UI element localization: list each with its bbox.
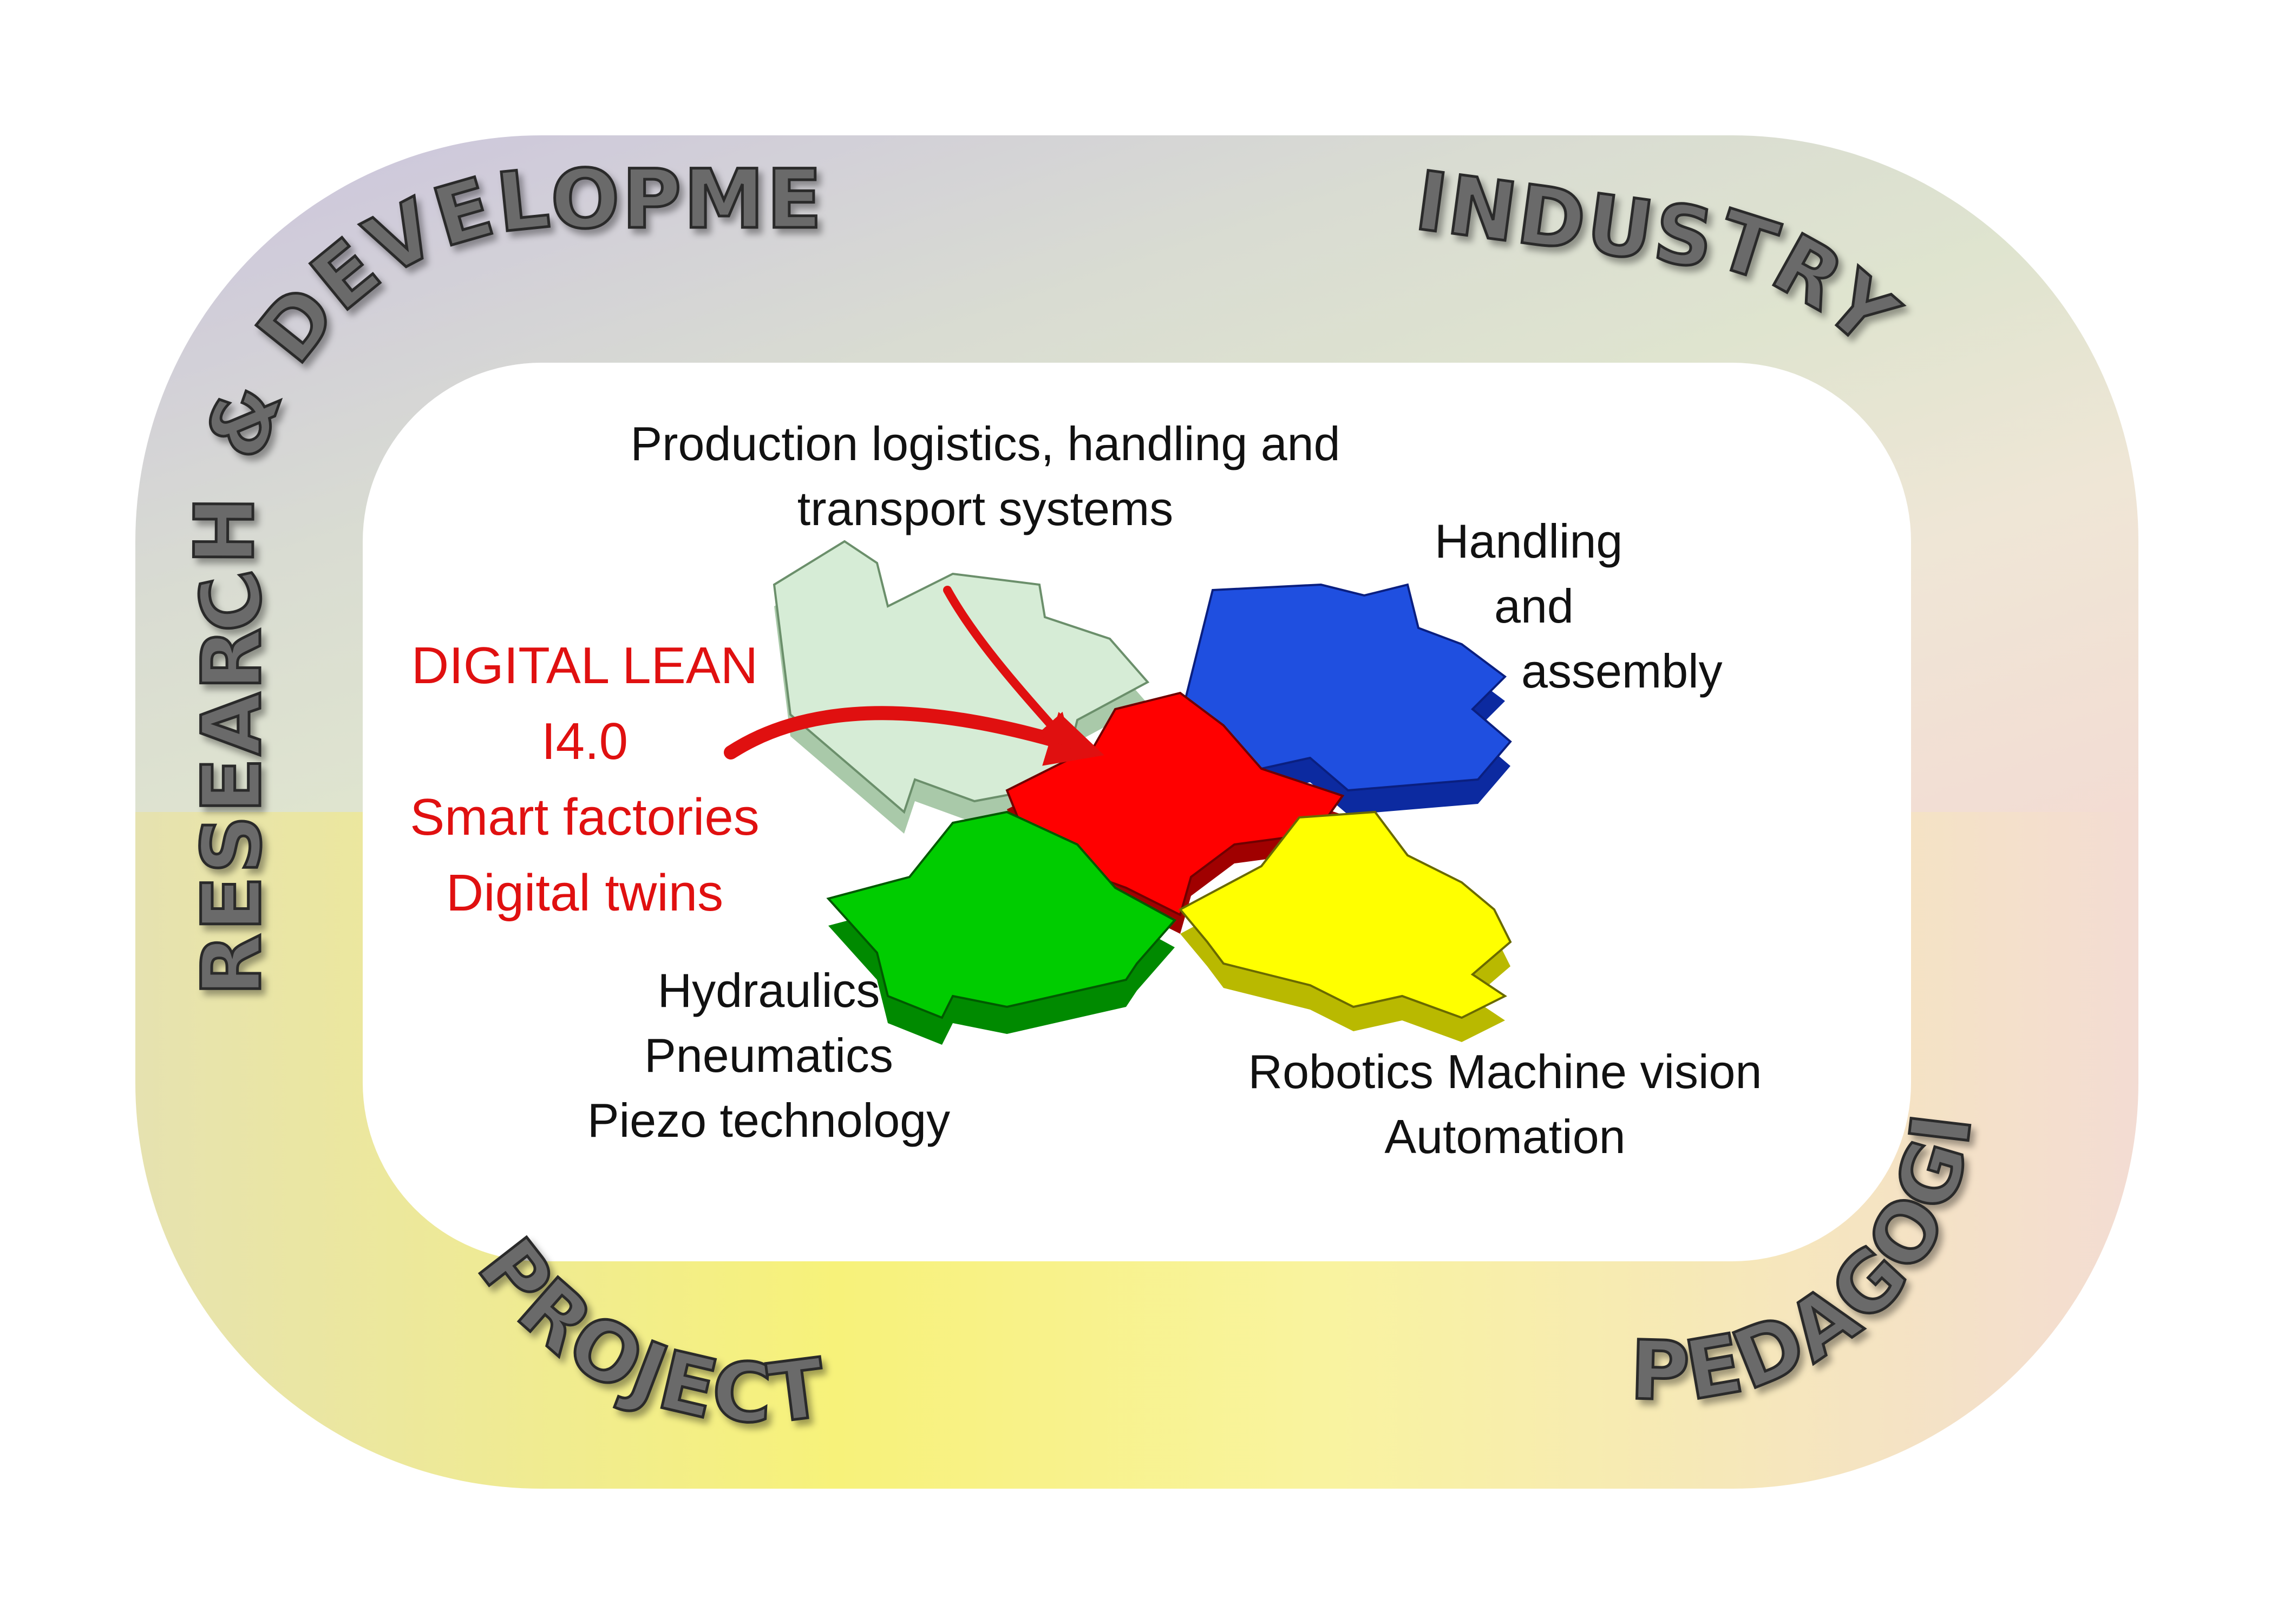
puzzle-piece-yellow-top — [1178, 810, 1512, 1019]
fluid-line-3: Piezo technology — [587, 1093, 951, 1147]
puzzle-piece-blue-top — [1179, 583, 1512, 792]
logistics-line-2: transport systems — [797, 482, 1174, 535]
handling-line-2: and — [1494, 579, 1574, 633]
red-arrow-from-top — [943, 586, 1073, 749]
handling-line-1: Handling — [1435, 514, 1623, 568]
ring-band-upper — [135, 135, 2138, 812]
red-arrow-from-focus — [724, 706, 1104, 766]
focus-line-4: Digital twins — [446, 864, 724, 922]
robotics-line-1: Robotics Machine vision — [1248, 1045, 1762, 1098]
handling-assembly-label: Handling and assembly — [1435, 509, 1770, 704]
logistics-label: Production logistics, handling and trans… — [601, 411, 1370, 541]
robotics-label: Robotics Machine vision Automation — [1213, 1039, 1797, 1169]
focus-topics-label: DIGITAL LEAN I4.0 Smart factories Digita… — [374, 628, 796, 931]
puzzle-piece-green-top — [826, 810, 1177, 1019]
logistics-line-1: Production logistics, handling and — [630, 417, 1340, 470]
fluid-power-label: Hydraulics Pneumatics Piezo technology — [563, 958, 974, 1153]
puzzle-cluster — [773, 540, 1512, 1045]
robotics-line-2: Automation — [1384, 1110, 1626, 1163]
fluid-line-1: Hydraulics — [657, 964, 880, 1017]
outer-ring — [135, 135, 2138, 1489]
focus-line-3: Smart factories — [410, 788, 760, 846]
ring-band-lower — [135, 812, 2138, 1489]
fluid-line-2: Pneumatics — [644, 1029, 893, 1082]
focus-line-1: DIGITAL LEAN — [411, 637, 758, 695]
handling-line-3: assembly — [1521, 644, 1723, 698]
focus-line-2: I4.0 — [541, 712, 629, 770]
